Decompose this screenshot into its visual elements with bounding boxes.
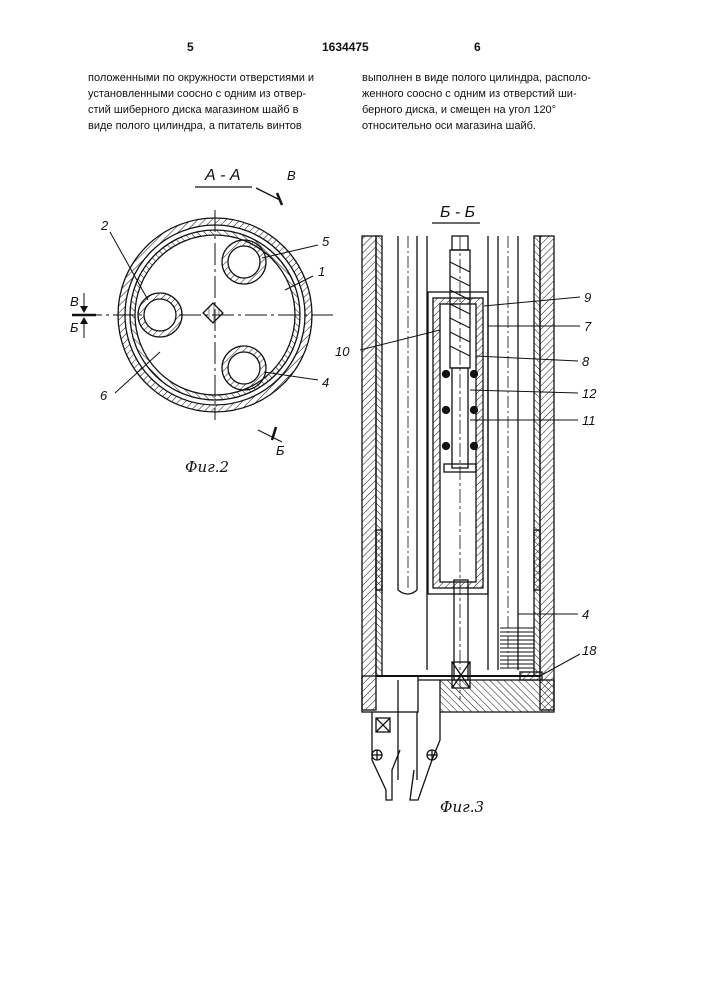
- label-5: 5: [322, 234, 330, 249]
- label-8: 8: [582, 354, 590, 369]
- label-18: 18: [582, 643, 597, 658]
- caption-fig2: Фиг.2: [185, 458, 229, 476]
- label-12: 12: [582, 386, 597, 401]
- caption-fig3: Фиг.3: [440, 798, 484, 816]
- wall-left: [362, 236, 376, 710]
- section-label-bb: Б - Б: [440, 204, 475, 221]
- label-1: 1: [318, 264, 325, 279]
- label-7: 7: [584, 319, 592, 334]
- label-2: 2: [100, 218, 109, 233]
- figure-2: А - А В 2 5 1 6 4 В Б: [70, 167, 335, 476]
- wall-right: [540, 236, 554, 710]
- marker-v-left: В: [70, 294, 79, 309]
- label-9: 9: [584, 290, 591, 305]
- label-4: 4: [322, 375, 329, 390]
- marker-v-top: В: [287, 168, 296, 183]
- label-11: 11: [582, 413, 596, 428]
- section-label-aa: А - А: [204, 167, 241, 184]
- marker-b-left: Б: [70, 320, 79, 335]
- figure-3: Б - Б: [335, 204, 597, 816]
- label-6: 6: [100, 388, 108, 403]
- bottom-plate: [418, 680, 554, 712]
- marker-b-bottom: Б: [276, 443, 285, 458]
- label-4-fig3: 4: [582, 607, 589, 622]
- label-10: 10: [335, 344, 350, 359]
